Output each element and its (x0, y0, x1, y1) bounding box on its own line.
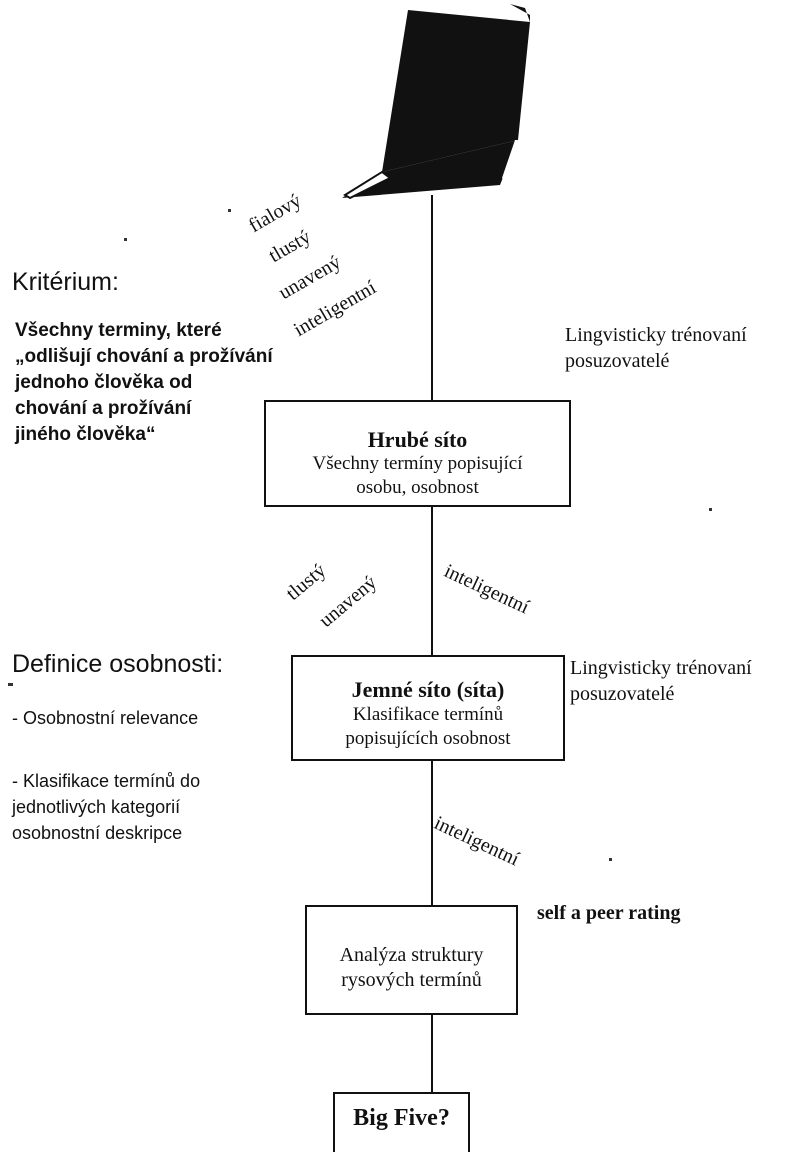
speck (124, 238, 127, 241)
book-icon (342, 4, 530, 200)
flow-line-3 (431, 760, 433, 905)
speck (8, 683, 13, 686)
speck (609, 858, 612, 861)
hrube-sito-title: Hrubé síto (367, 427, 468, 452)
kriterium-heading: Kritérium: (12, 268, 119, 296)
kriterium-text: Všechny terminy, které „odlišují chování… (15, 320, 273, 445)
big-five-label: Big Five? (353, 1105, 450, 1131)
hrube-sito-text: Všechny termíny popisující osobu, osobno… (312, 453, 523, 498)
jemne-sito-text: Klasifikace termínů popisujících osobnos… (345, 704, 511, 749)
flow-line-4 (431, 1015, 433, 1093)
rating-label: self a peer rating (537, 902, 681, 924)
big-five-box: Big Five? (333, 1092, 470, 1152)
speck (228, 209, 231, 212)
analyza-text: Analýza struktury rysových termínů (339, 944, 484, 991)
hrube-sito-box: Hrubé síto Všechny termíny popisující os… (264, 400, 571, 507)
judges-label-2: Lingvisticky trénovaní posuzovatelé (570, 657, 752, 705)
jemne-sito-box: Jemné síto (síta) Klasifikace termínů po… (291, 655, 565, 761)
book-word-2: tlustý (265, 225, 315, 268)
definice-item-2: - Klasifikace termínů do jednotlivých ka… (12, 771, 201, 843)
between-word-1: tlustý (282, 559, 331, 605)
definice-item-1: - Osobnostní relevance (12, 708, 199, 728)
between-word-4: inteligentní (430, 812, 523, 871)
jemne-sito-title: Jemné síto (síta) (351, 677, 505, 702)
between-word-3: inteligentní (440, 560, 533, 619)
analyza-box: Analýza struktury rysových termínů (305, 905, 518, 1015)
flow-line-1 (431, 195, 433, 400)
flow-line-2 (431, 505, 433, 655)
speck (709, 508, 712, 511)
judges-label-1: Lingvisticky trénovaní posuzovatelé (565, 324, 747, 372)
definice-heading: Definice osobnosti: (12, 650, 224, 678)
